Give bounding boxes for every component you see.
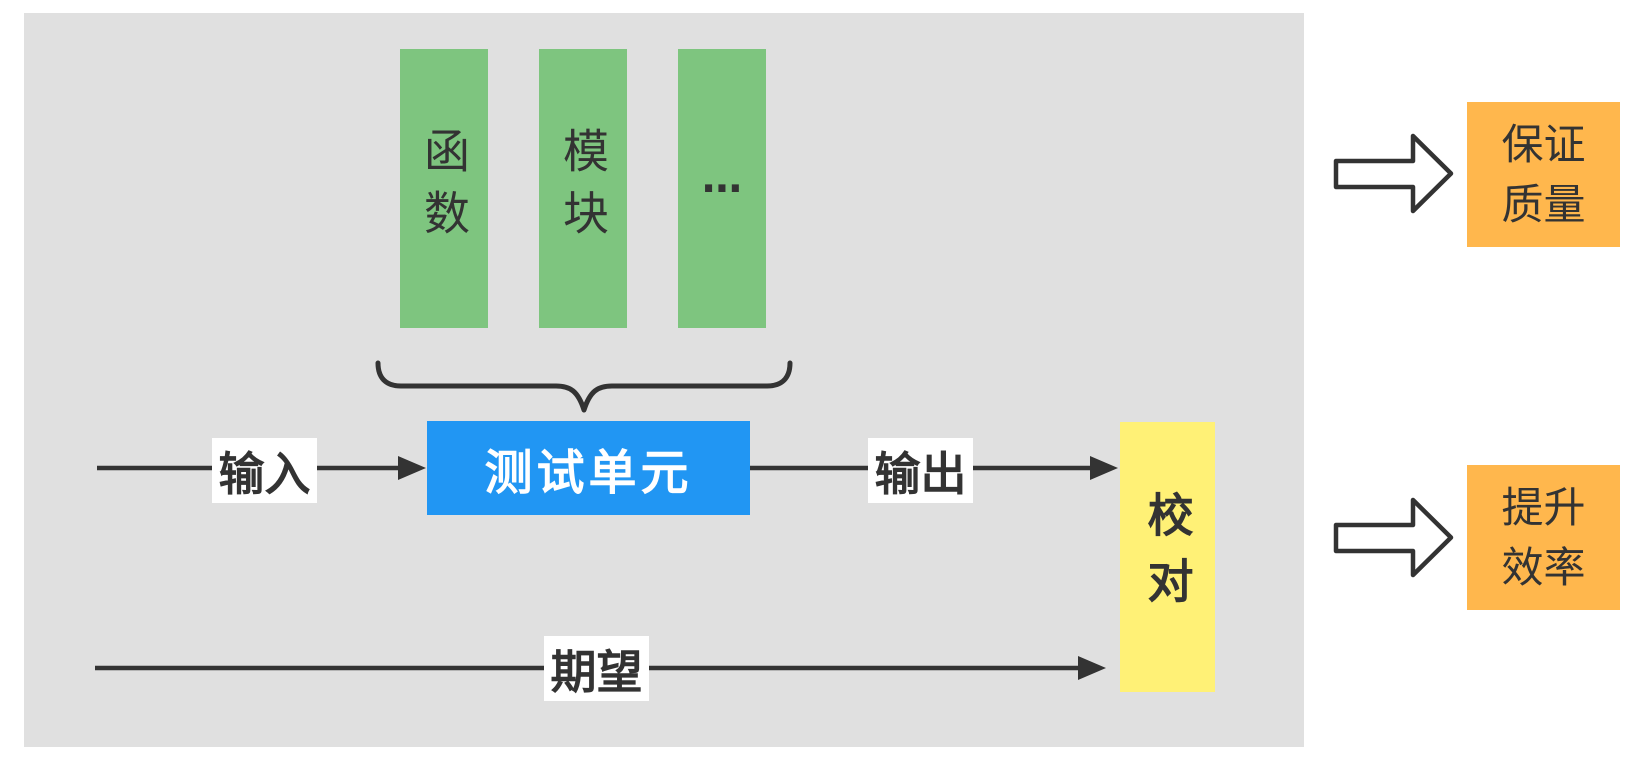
component-bar-module-label: 模块 bbox=[556, 126, 610, 251]
output-label-chip: 输出 bbox=[868, 438, 973, 503]
component-bar-module: 模块 bbox=[539, 49, 627, 328]
gray-background-panel bbox=[24, 13, 1304, 747]
output-label: 输出 bbox=[874, 446, 967, 501]
outcome-quality-box: 保证 质量 bbox=[1467, 102, 1620, 247]
outcome-arrow-efficiency bbox=[1333, 497, 1454, 578]
expected-label: 期望 bbox=[550, 644, 643, 699]
outcome-quality-line2: 质量 bbox=[1501, 179, 1586, 229]
component-bar-function: 函数 bbox=[400, 49, 488, 328]
outcome-arrow-quality bbox=[1333, 133, 1454, 214]
component-bar-ellipsis-label: ⋯ bbox=[699, 165, 745, 212]
test-unit-label: 测试单元 bbox=[484, 445, 693, 501]
input-label: 输入 bbox=[218, 446, 311, 501]
component-bar-function-label: 函数 bbox=[417, 126, 471, 251]
outcome-efficiency-line1: 提升 bbox=[1501, 482, 1586, 532]
check-box: 校对 bbox=[1120, 422, 1215, 692]
expected-label-chip: 期望 bbox=[544, 636, 649, 701]
test-unit-box: 测试单元 bbox=[427, 421, 750, 515]
outcome-efficiency-box: 提升 效率 bbox=[1467, 465, 1620, 610]
component-bar-ellipsis: ⋯ bbox=[678, 49, 766, 328]
input-label-chip: 输入 bbox=[212, 438, 317, 503]
outcome-efficiency-line2: 效率 bbox=[1501, 542, 1586, 592]
check-box-label: 校对 bbox=[1140, 491, 1195, 623]
outcome-quality-line1: 保证 bbox=[1501, 119, 1586, 169]
